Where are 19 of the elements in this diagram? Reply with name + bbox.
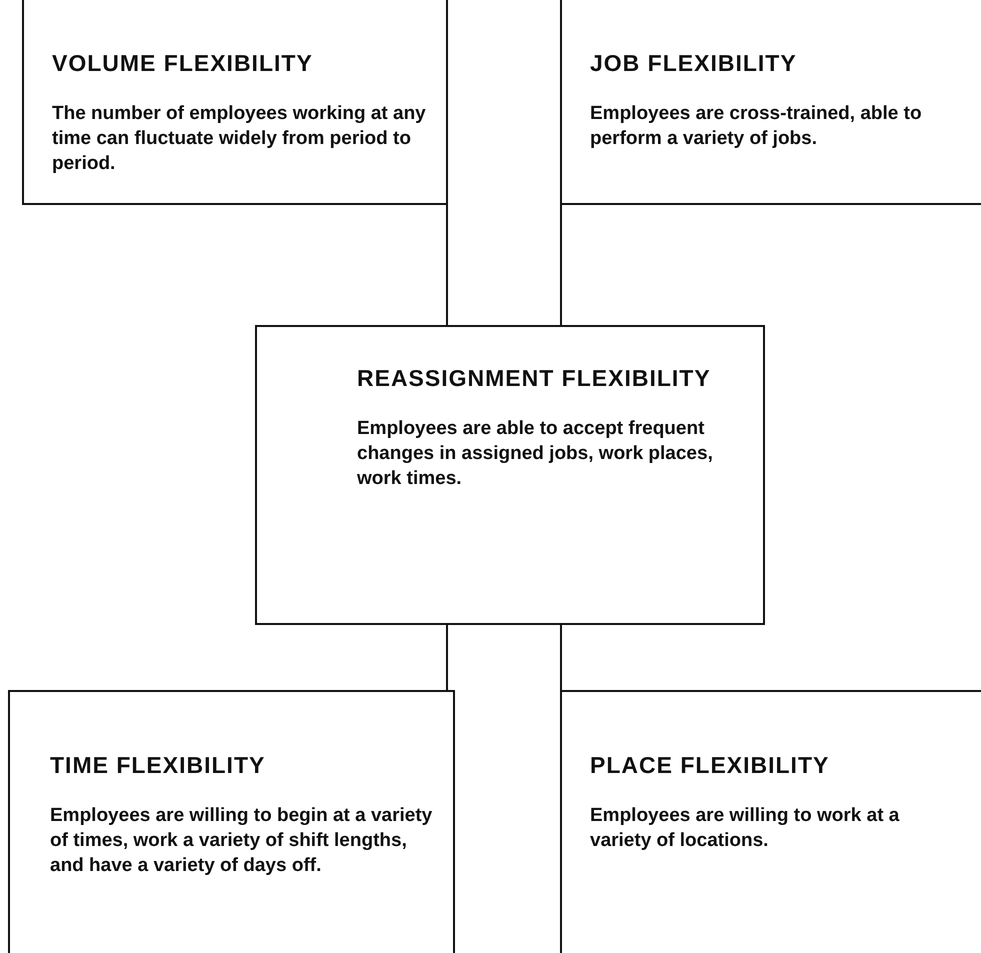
- box-heading: REASSIGNMENT FLEXIBILITY: [357, 365, 712, 392]
- concept-box: [560, 690, 981, 953]
- connector-line: [446, 625, 448, 690]
- box-description: Employees are willing to begin at a variety of times, work a variety of shift lengths, and have a variety of days off.: [50, 804, 433, 878]
- box-heading: TIME FLEXIBILITY: [50, 752, 266, 778]
- box-heading: PLACE FLEXIBILITY: [590, 752, 830, 778]
- box-description: Employees are willing to work at a variety of locations.: [590, 804, 900, 854]
- box-description: Employees are able to accept frequent changes in assigned jobs, work places, work times.: [357, 417, 714, 491]
- box-heading: VOLUME FLEXIBILITY: [52, 50, 314, 76]
- connector-line: [560, 205, 562, 325]
- concept-box: [22, 0, 448, 205]
- connector-line: [446, 205, 448, 325]
- box-description: Employees are cross-trained, able to perform a variety of jobs.: [590, 102, 923, 152]
- concept-box: [8, 690, 455, 953]
- box-heading: JOB FLEXIBILITY: [590, 50, 798, 76]
- concept-box: [560, 0, 981, 205]
- connector-line: [560, 625, 562, 690]
- concept-box: [255, 325, 765, 625]
- box-description: The number of employees working at any time can fluctuate widely from period to period.: [52, 102, 426, 176]
